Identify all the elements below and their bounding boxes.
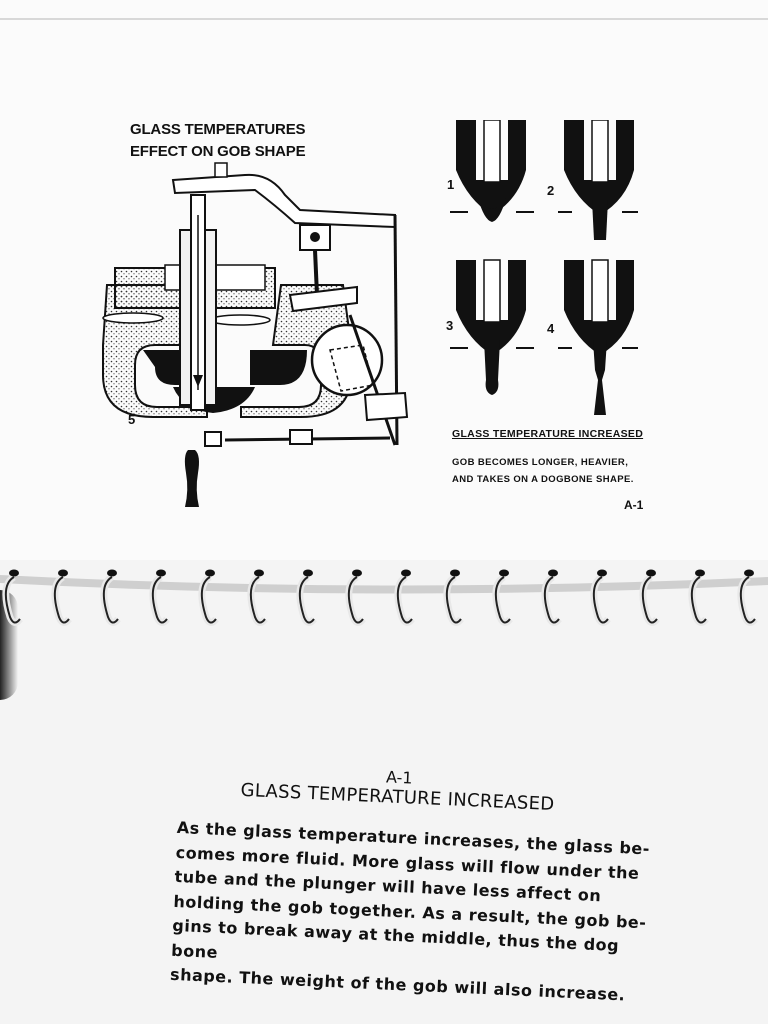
binding-hole (499, 569, 509, 577)
stage-label-2: 2 (547, 183, 555, 198)
binding-ring-outline (543, 576, 560, 624)
binding-ring-outline (102, 576, 119, 624)
binding-ring-outline (739, 576, 756, 624)
binding-hole (156, 569, 166, 577)
stage-4-diagram (564, 259, 634, 415)
binding-hole (254, 569, 264, 577)
binding-hole (58, 569, 68, 577)
binding-hole (205, 569, 215, 577)
binding-hole (695, 569, 705, 577)
caption-body: GOB BECOMES LONGER, HEAVIER, AND TAKES O… (452, 454, 682, 488)
binding-ring-outline (494, 576, 511, 624)
figure-title-line2: EFFECT ON GOB SHAPE (130, 143, 306, 160)
binding-hole (744, 569, 754, 577)
binding-ring-outline (690, 576, 707, 624)
binding-ring-outline (53, 576, 70, 624)
binding-hole (401, 569, 411, 577)
figure-title: GLASS TEMPERATURES EFFECT ON GOB SHAPE (130, 119, 390, 163)
label-5: 5 (128, 412, 136, 427)
binding-hole (646, 569, 656, 577)
stage-label-4: 4 (547, 321, 555, 336)
binding-hole (450, 569, 460, 577)
binding-ring-outline (200, 576, 217, 624)
binding-hole (352, 569, 362, 577)
binding-hole (548, 569, 558, 577)
binding-ring-outline (396, 576, 413, 624)
binding-ring-outline (151, 576, 168, 624)
bottom-page (0, 560, 768, 1024)
caption-heading: GLASS TEMPERATURE INCREASED (452, 428, 644, 440)
figure-caption: GLASS TEMPERATURE INCREASED GOB BECOMES … (452, 428, 682, 488)
stage-1-diagram (456, 120, 526, 222)
gob-stage-diagrams (450, 120, 638, 415)
page-edge (0, 18, 768, 20)
stage-label-3: 3 (446, 318, 454, 333)
binding-ring-outline (347, 576, 364, 624)
caption-line-2: AND TAKES ON A DOGBONE SHAPE. (452, 474, 634, 485)
stage-3-diagram (456, 259, 526, 395)
binding-ring-outline (4, 576, 21, 624)
binding-hole (597, 569, 607, 577)
caption-line-1: GOB BECOMES LONGER, HEAVIER, (452, 457, 629, 468)
binding-ring-outline (592, 576, 609, 624)
binding-hole (107, 569, 117, 577)
figure-id: A-1 (624, 498, 644, 512)
spiral-binding (0, 569, 768, 626)
binding-ring-outline (249, 576, 266, 624)
binding-ring-outline (641, 576, 658, 624)
feeder-mechanism-illustration (102, 162, 409, 507)
explanation-block: A-1 GLASS TEMPERATURE INCREASED As the g… (170, 758, 670, 1009)
stage-label-1: 1 (447, 177, 455, 192)
stage-2-diagram (564, 120, 634, 240)
binding-ring-outline (445, 576, 462, 624)
explanation-paragraph: As the glass temperature increases, the … (170, 816, 667, 1010)
binding-hole (303, 569, 313, 577)
figure-title-line1: GLASS TEMPERATURES (130, 121, 306, 138)
binding-hole (9, 569, 19, 577)
binding-ring-outline (298, 576, 315, 624)
